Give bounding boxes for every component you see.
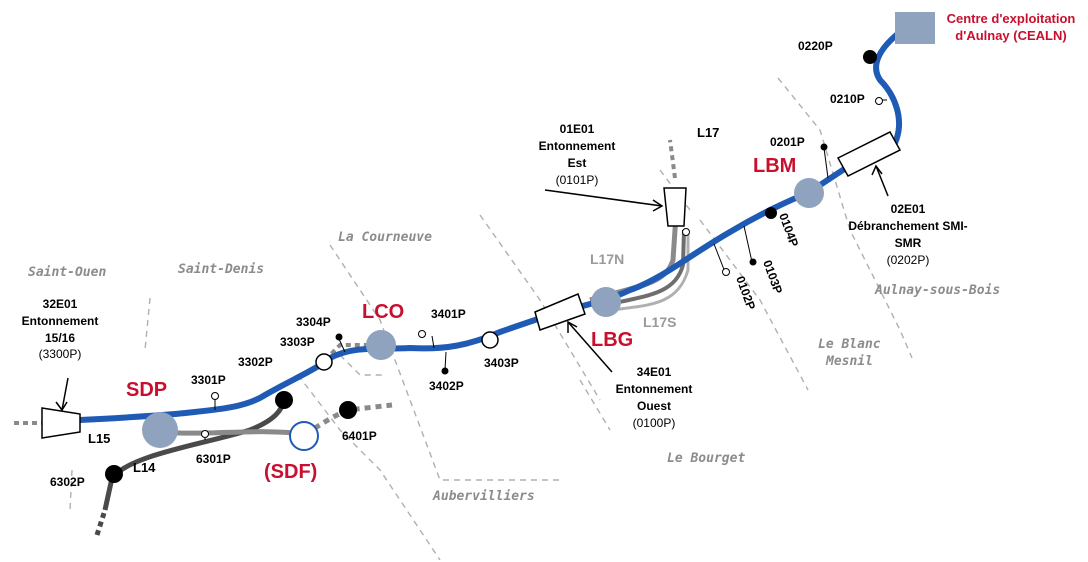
svg-text:32E01: 32E01 [43, 297, 78, 311]
site-node-lbg [591, 287, 621, 317]
marker-3402p [441, 367, 449, 375]
svg-text:01E01: 01E01 [560, 122, 595, 136]
junction-02e01 [836, 131, 902, 177]
callout-arrows [55, 164, 889, 412]
svg-text:Ouest: Ouest [637, 399, 671, 413]
commune-aubervilliers: Aubervilliers [432, 489, 535, 504]
depot-label: Centre d'exploitation d'Aulnay (CEALN) [947, 11, 1076, 43]
svg-text:Entonnement: Entonnement [22, 314, 99, 328]
marker-0102p [722, 268, 730, 276]
svg-text:(3300P): (3300P) [39, 347, 82, 361]
svg-text:Entonnement: Entonnement [539, 139, 616, 153]
label-3303p: 3303P [280, 335, 315, 349]
label-3304p: 3304P [296, 315, 331, 329]
label-l17s: L17S [643, 314, 676, 330]
svg-text:02E01: 02E01 [891, 202, 926, 216]
annotation-32e01: 32E01 Entonnement 15/16 (3300P) [22, 297, 99, 361]
label-l14: L14 [133, 460, 156, 475]
site-node-sdp [142, 412, 178, 448]
commune-saint-ouen: Saint-Ouen [28, 265, 106, 280]
label-6302p: 6302P [50, 475, 85, 489]
junction-34e01 [534, 293, 586, 331]
svg-text:d'Aulnay (CEALN): d'Aulnay (CEALN) [955, 28, 1066, 43]
marker-3302p [275, 391, 293, 409]
label-3401p: 3401P [431, 307, 466, 321]
svg-text:34E01: 34E01 [637, 365, 672, 379]
commune-saint-denis: Saint-Denis [178, 262, 264, 277]
marker-6301p [201, 430, 209, 438]
depot-cealn [895, 12, 935, 44]
label-0103p: 0103P [760, 258, 785, 295]
label-3301p: 3301P [191, 373, 226, 387]
site-node-lco [366, 330, 396, 360]
main-line-l16 [14, 29, 902, 425]
marker-3403p [481, 331, 499, 349]
label-sdp: SDP [126, 379, 167, 401]
marker-6302p [105, 465, 123, 483]
label-3402p: 3402P [429, 379, 464, 393]
marker-0220p [863, 50, 877, 64]
svg-text:(0100P): (0100P) [633, 416, 676, 430]
marker-0210p [875, 97, 883, 105]
label-0104p: 0104P [776, 211, 801, 248]
point-markers [105, 50, 887, 483]
commune-boundaries [69, 77, 913, 561]
label-3403p: 3403P [484, 356, 519, 370]
svg-text:15/16: 15/16 [45, 331, 75, 345]
label-l17: L17 [697, 125, 719, 140]
label-0220p: 0220P [798, 39, 833, 53]
junction-32e01 [41, 407, 81, 439]
junction-01e01 [663, 187, 687, 227]
site-node-lbm [794, 178, 824, 208]
svg-text:Centre d'exploitation: Centre d'exploitation [947, 11, 1076, 26]
marker-3301p [211, 392, 219, 400]
label-sdf: (SDF) [264, 461, 317, 483]
annotation-02e01: 02E01 Débranchement SMI- SMR (0202P) [848, 202, 967, 267]
marker-0201p [820, 143, 828, 151]
commune-le-bourget: Le Bourget [667, 451, 745, 466]
marker-0104p [765, 207, 777, 219]
label-3302p: 3302P [238, 355, 273, 369]
svg-text:Est: Est [568, 156, 587, 170]
label-l17n: L17N [590, 251, 624, 267]
label-lco: LCO [362, 301, 404, 323]
label-0210p: 0210P [830, 92, 865, 106]
commune-mesnil: Mesnil [825, 354, 873, 369]
label-lbm: LBM [753, 155, 796, 177]
commune-le-blanc: Le Blanc [818, 337, 881, 352]
marker-6401p [339, 401, 357, 419]
marker-0101p [682, 228, 690, 236]
commune-la-courneuve: La Courneuve [338, 230, 432, 245]
marker-3303p [315, 353, 333, 371]
svg-text:SMR: SMR [895, 236, 922, 250]
marker-3401p [418, 330, 426, 338]
annotation-01e01: 01E01 Entonnement Est (0101P) [539, 122, 616, 187]
site-node-sdf [289, 421, 319, 451]
marker-3304p [335, 333, 343, 341]
commune-aulnay-sous-bois: Aulnay-sous-Bois [874, 283, 1000, 298]
svg-text:Débranchement SMI-: Débranchement SMI- [848, 219, 967, 233]
svg-text:(0202P): (0202P) [887, 253, 930, 267]
label-6301p: 6301P [196, 452, 231, 466]
annotation-34e01: 34E01 Entonnement Ouest (0100P) [616, 365, 693, 430]
marker-0103p [749, 258, 757, 266]
svg-text:Entonnement: Entonnement [616, 382, 693, 396]
label-l15: L15 [88, 431, 110, 446]
svg-text:(0101P): (0101P) [556, 173, 599, 187]
label-6401p: 6401P [342, 429, 377, 443]
label-0201p: 0201P [770, 135, 805, 149]
label-lbg: LBG [591, 329, 633, 351]
